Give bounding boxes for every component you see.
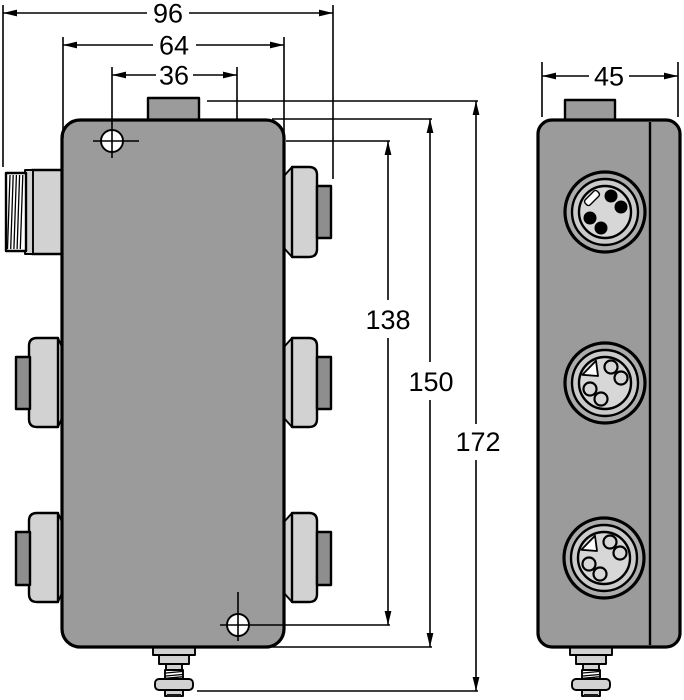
dim-label-hole-spacing-y: 138 bbox=[365, 305, 410, 335]
side-view bbox=[536, 98, 682, 698]
dim-overall-width: 96 bbox=[2, 0, 334, 179]
dim-body-width: 64 bbox=[62, 31, 285, 138]
dim-label-depth: 45 bbox=[594, 62, 624, 92]
dimensions: 96 64 36 45 138 bbox=[2, 0, 679, 692]
dim-label-body-width: 64 bbox=[159, 31, 189, 61]
dim-overall-height: 172 bbox=[197, 100, 501, 692]
side-port-right-bottom bbox=[283, 511, 333, 604]
dim-label-hole-spacing-x: 36 bbox=[159, 61, 189, 91]
dim-label-overall-width: 96 bbox=[153, 0, 183, 29]
dim-hole-spacing-x: 36 bbox=[112, 61, 238, 119]
front-view bbox=[4, 67, 333, 698]
dim-label-overall-height: 172 bbox=[455, 427, 500, 457]
dim-body-height: 150 bbox=[262, 118, 454, 648]
threaded-connector-icon bbox=[4, 168, 65, 256]
side-port-right-top bbox=[283, 165, 333, 259]
connector-face-male-icon bbox=[562, 516, 646, 600]
side-port-right-middle bbox=[283, 336, 333, 429]
connector-face-male-icon bbox=[563, 341, 647, 425]
front-body bbox=[60, 118, 286, 649]
connector-face-female-icon bbox=[563, 170, 647, 254]
dim-label-body-height: 150 bbox=[408, 367, 453, 397]
dim-depth: 45 bbox=[541, 62, 679, 117]
front-top-tab bbox=[146, 96, 201, 124]
side-port-left-middle bbox=[14, 336, 63, 429]
dim-hole-spacing-y: 138 bbox=[220, 140, 411, 626]
mounting-hole-icon bbox=[93, 67, 139, 158]
